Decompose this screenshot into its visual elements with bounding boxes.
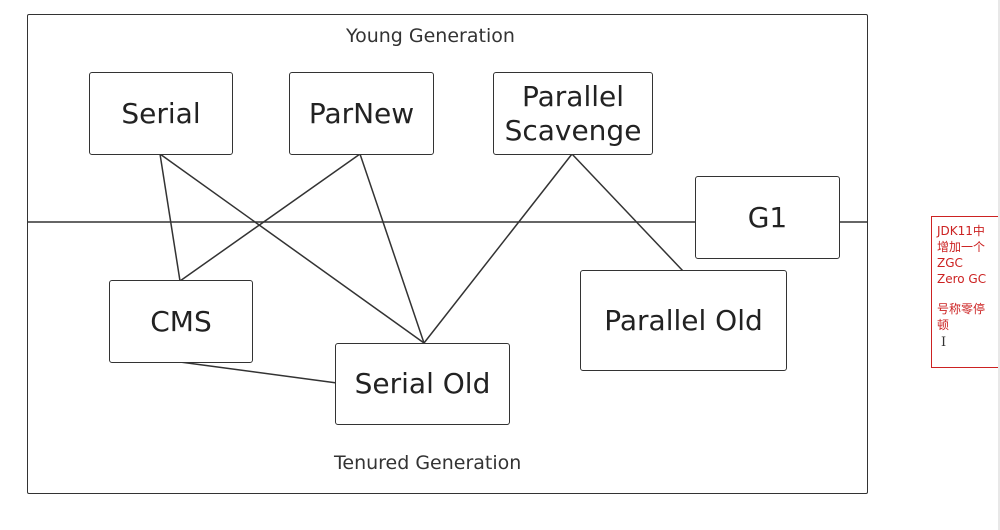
- diagram-frame: [27, 14, 868, 494]
- node-serial-old: Serial Old: [335, 343, 510, 425]
- note-line-1: JDK11中: [937, 224, 985, 238]
- node-serial: Serial: [89, 72, 233, 155]
- edge-parnew-serialold: [359, 153, 425, 344]
- edge-parnew-cms: [179, 153, 361, 282]
- node-parallel-old: Parallel Old: [580, 270, 787, 371]
- text-cursor-icon: I: [941, 335, 947, 350]
- node-parnew: ParNew: [289, 72, 434, 155]
- node-cms-label: CMS: [150, 304, 212, 338]
- note-line-2: 增加一个: [937, 240, 986, 254]
- node-parallel-scavenge: Parallel Scavenge: [493, 72, 653, 155]
- note-line-3: ZGC: [937, 256, 963, 270]
- note-line-6: 顿: [937, 318, 950, 332]
- note-line-4: Zero GC: [937, 272, 987, 286]
- edge-ps-serialold: [423, 153, 573, 344]
- zgc-annotation-note: JDK11中 增加一个 ZGC Zero GC 号称零停 顿: [931, 216, 1000, 368]
- note-spacer: [937, 287, 996, 301]
- node-serial-label: Serial: [121, 96, 201, 130]
- edge-cms-serialold: [179, 361, 338, 384]
- node-g1: G1: [695, 176, 840, 259]
- node-parnew-label: ParNew: [308, 96, 415, 130]
- node-g1-label: G1: [747, 200, 788, 234]
- node-parallel-old-label: Parallel Old: [604, 303, 763, 337]
- right-edge-divider: [998, 0, 1000, 530]
- tenured-generation-label: Tenured Generation: [334, 452, 522, 474]
- node-parallel-scavenge-label: Parallel Scavenge: [504, 79, 642, 147]
- edge-ps-parallelold: [571, 153, 684, 272]
- young-generation-label: Young Generation: [346, 25, 515, 47]
- edge-serial-cms: [159, 153, 181, 282]
- node-cms: CMS: [109, 280, 253, 363]
- note-line-5: 号称零停: [937, 302, 986, 316]
- edge-serial-serialold: [159, 153, 425, 344]
- node-serial-old-label: Serial Old: [354, 367, 491, 400]
